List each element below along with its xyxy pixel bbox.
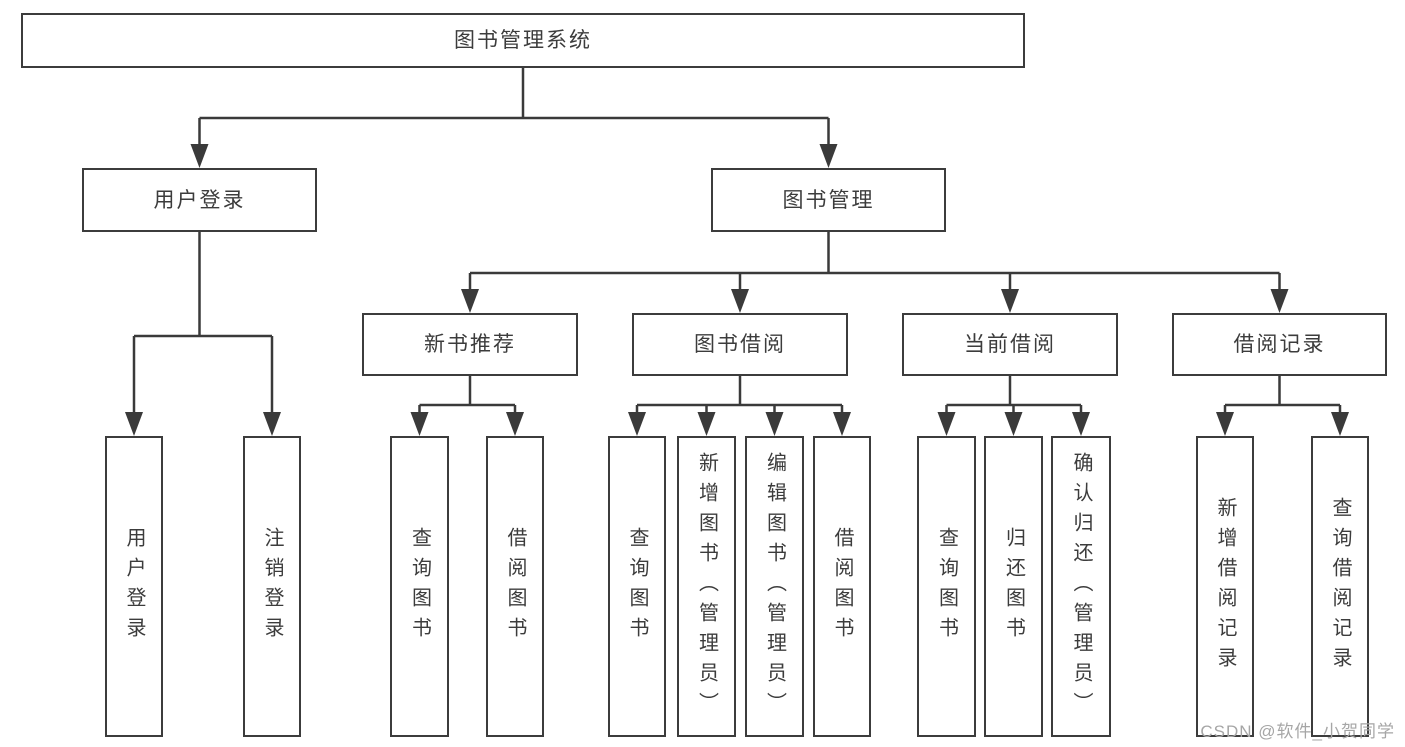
arrowhead-icon [1331,412,1349,436]
arrowhead-icon [1004,412,1023,436]
connector-lines [132,68,1342,418]
node-label: 新书推荐 [424,333,516,356]
node-book-borrowing: 图书借阅 [632,313,848,376]
node-label: 新增图书（管理员） [695,451,718,722]
leaf-user-login: 用户登录 [105,436,163,737]
node-label: 确认归还（管理员） [1070,451,1092,722]
connector-book-borrow-to-leaves [635,376,844,418]
arrowhead-icon [506,412,524,436]
connector-current-borrow-to-leaves [945,376,1083,418]
node-label: 用户登录 [153,188,246,212]
arrowhead-icon [819,144,838,168]
arrowhead-icon [461,289,479,313]
connector-new-book-to-leaves [418,376,517,418]
arrowhead-icon [628,412,646,436]
node-label: 用户登录 [123,526,145,647]
node-new-book-recommendation: 新书推荐 [362,313,578,376]
leaf-add-books-admin: 新增图书（管理员） [677,436,736,737]
leaf-query-books-newbook: 查询图书 [390,436,449,737]
node-book-management: 图书管理 [711,168,946,232]
node-label: 图书管理 [782,188,875,212]
connector-book-mgmt-to-level3 [468,232,1281,296]
node-label: 借阅记录 [1233,333,1326,356]
connector-borrow-records-to-leaves [1223,376,1342,418]
arrowhead-icon [410,412,429,436]
arrowhead-icon [190,144,209,168]
node-label: 借阅图书 [831,526,853,647]
node-current-borrowing: 当前借阅 [902,313,1118,376]
node-library-management-system: 图书管理系统 [21,13,1025,68]
arrowhead-icon [937,412,956,436]
node-label: 查询图书 [935,526,958,647]
arrowhead-icon [833,412,851,436]
leaf-edit-books-admin: 编辑图书（管理员） [745,436,804,737]
node-label: 查询图书 [626,526,648,647]
arrowhead-icon [697,412,716,436]
node-label: 图书借阅 [694,333,786,356]
leaf-borrow-books-newbook: 借阅图书 [486,436,544,737]
node-label: 借阅图书 [504,526,526,647]
arrowhead-icon [765,412,784,436]
leaf-query-books-current: 查询图书 [917,436,976,737]
node-label: 查询借阅记录 [1329,496,1351,677]
node-label: 图书管理系统 [454,29,592,52]
leaf-borrow-books: 借阅图书 [813,436,871,737]
leaf-confirm-return-admin: 确认归还（管理员） [1051,436,1111,737]
leaf-logout: 注销登录 [243,436,301,737]
node-label: 编辑图书（管理员） [763,451,786,722]
arrowhead-icon [1072,412,1090,436]
connector-root-to-level2 [198,68,830,148]
arrowhead-icon [1001,289,1019,313]
node-label: 查询图书 [408,526,431,647]
node-label: 当前借阅 [964,333,1056,356]
arrowhead-icon [731,289,749,313]
arrowhead-icon [125,412,143,436]
arrowhead-icon [263,412,281,436]
node-label: 注销登录 [261,526,283,647]
csdn-watermark: CSDN @软件_小贺同学 [1200,722,1395,741]
node-user-login: 用户登录 [82,168,317,232]
leaf-return-books: 归还图书 [984,436,1043,737]
arrowhead-icon [1270,289,1289,313]
leaf-add-borrow-record: 新增借阅记录 [1196,436,1254,737]
node-label: 归还图书 [1002,526,1025,647]
arrowhead-icon [1216,412,1234,436]
arrowheads [125,144,1349,436]
leaf-query-borrow-record: 查询借阅记录 [1311,436,1369,737]
node-borrowing-records: 借阅记录 [1172,313,1387,376]
connector-user-login-to-leaves [132,232,274,416]
leaf-query-books-borrow: 查询图书 [608,436,666,737]
node-label: 新增借阅记录 [1214,496,1236,677]
